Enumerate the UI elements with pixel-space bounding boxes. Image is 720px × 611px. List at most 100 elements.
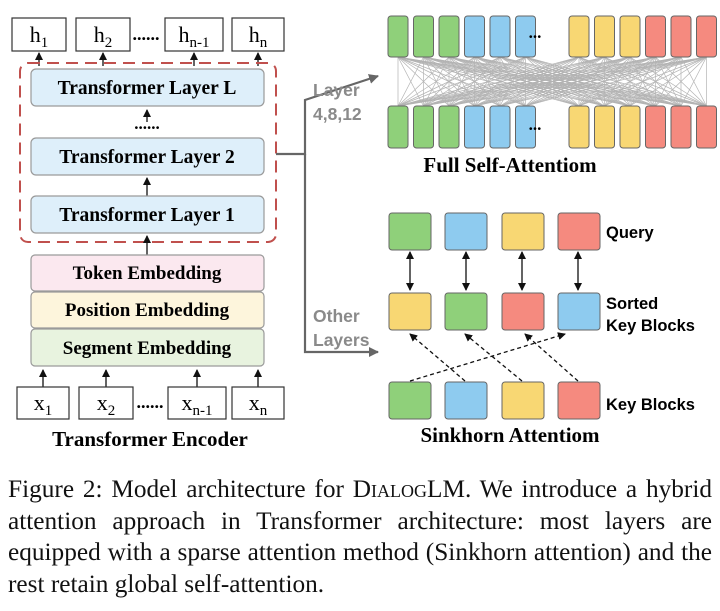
sinkhorn-block <box>388 381 432 420</box>
attention-link <box>397 56 682 107</box>
key-blocks-label: Key Blocks <box>606 396 695 414</box>
position-embedding: Position Embedding <box>30 291 265 329</box>
query-label: Query <box>606 224 655 242</box>
sinkhorn-block <box>444 212 488 251</box>
attention-block <box>696 105 717 149</box>
input-arrows <box>39 369 262 387</box>
svg-text:Transformer Layer 2: Transformer Layer 2 <box>59 147 234 168</box>
svg-text:xn-1: xn-1 <box>182 390 213 419</box>
attention-block <box>489 15 511 58</box>
svg-text:Position Embedding: Position Embedding <box>65 300 230 321</box>
input-ellipsis: ...... <box>137 392 164 412</box>
attention-block <box>387 105 409 149</box>
svg-text:x2: x2 <box>97 390 116 419</box>
transformer-encoder: h1 h2 ...... hn-1 hn <box>11 17 285 451</box>
sinkhorn-block <box>444 381 488 420</box>
attention-top-row <box>387 15 717 58</box>
sinkhorn-block <box>388 212 432 251</box>
attention-block <box>413 105 434 149</box>
attention-block <box>670 105 692 149</box>
query-key-links <box>406 251 582 291</box>
attention-link <box>397 56 605 107</box>
output-token: h1 <box>11 17 67 52</box>
query-row <box>388 212 601 251</box>
sinkhorn-block <box>557 212 601 251</box>
attention-link <box>680 56 707 107</box>
input-token: xn-1 <box>167 386 227 420</box>
attention-block <box>515 105 536 149</box>
bottom-row-ellipsis: ... <box>529 115 542 134</box>
sinkhorn-block <box>501 381 545 420</box>
input-token: xn <box>231 386 285 420</box>
output-arrows <box>35 52 262 66</box>
attention-link <box>655 56 707 107</box>
model-name: DialogLM <box>352 475 465 503</box>
layer-stack-container <box>19 62 277 243</box>
segment-embedding: Segment Embedding <box>30 328 265 367</box>
attention-block <box>594 15 615 58</box>
figure-caption: Figure 2: Model architecture for DialogL… <box>8 475 712 598</box>
token-embedding: Token Embedding <box>30 254 265 292</box>
svg-text:xn: xn <box>249 390 268 419</box>
attention-block <box>413 15 434 58</box>
attention-block <box>464 105 485 149</box>
attention-block <box>438 105 460 149</box>
output-token: hn <box>231 17 285 52</box>
output-token: h2 <box>75 17 131 52</box>
top-row-ellipsis: ... <box>529 23 542 42</box>
attention-block <box>489 105 511 149</box>
attention-block <box>645 15 666 58</box>
attention-link <box>474 56 707 107</box>
attention-link <box>397 56 580 107</box>
attention-link <box>397 56 475 107</box>
attention-link <box>397 56 707 107</box>
attention-block <box>619 105 641 149</box>
sinkhorn-block <box>501 292 545 331</box>
encoder-title: Transformer Encoder <box>52 427 248 451</box>
svg-text:Segment Embedding: Segment Embedding <box>63 338 232 359</box>
sinkhorn-block <box>557 381 601 420</box>
architecture-diagram: h1 h2 ...... hn-1 hn <box>11 15 717 451</box>
attention-link <box>448 56 707 107</box>
attention-link <box>423 56 707 107</box>
attention-block <box>387 15 409 58</box>
attention-link <box>525 56 707 107</box>
transformer-layer: Transformer Layer 1 <box>30 195 265 234</box>
layers-ellipsis: ...... <box>134 114 160 133</box>
attention-link <box>499 56 707 107</box>
svg-text:Transformer Layer L: Transformer Layer L <box>58 78 237 99</box>
sort-connections <box>409 332 579 382</box>
attention-link <box>578 56 707 107</box>
attention-block <box>594 105 615 149</box>
attention-block <box>568 105 590 149</box>
transformer-layer: Transformer Layer L <box>30 68 265 107</box>
input-tokens: x1 x2 ...... xn-1 xn <box>16 386 285 420</box>
attention-block <box>438 15 460 58</box>
attention-link <box>604 56 707 107</box>
key-block-row <box>388 381 601 420</box>
output-tokens: h1 h2 ...... hn-1 hn <box>11 17 285 52</box>
svg-text:hn: hn <box>249 22 268 51</box>
sinkhorn-block <box>501 212 545 251</box>
attention-link <box>397 56 424 107</box>
svg-text:x1: x1 <box>34 390 53 419</box>
attention-link <box>397 56 656 107</box>
sorted-key-row <box>388 292 601 331</box>
sinkhorn-title: Sinkhorn Attentiom <box>420 423 600 447</box>
attention-link <box>397 56 450 107</box>
attention-block <box>515 15 536 58</box>
sinkhorn-block <box>388 292 432 331</box>
attention-block <box>645 105 666 149</box>
input-token: x2 <box>78 386 134 420</box>
sinkhorn-block <box>444 292 488 331</box>
attention-link <box>629 56 707 107</box>
full-self-attention: ... ... Full Self-Attentiom <box>387 15 717 177</box>
svg-text:hn-1: hn-1 <box>179 22 210 51</box>
attention-block <box>619 15 641 58</box>
attention-block <box>464 15 485 58</box>
